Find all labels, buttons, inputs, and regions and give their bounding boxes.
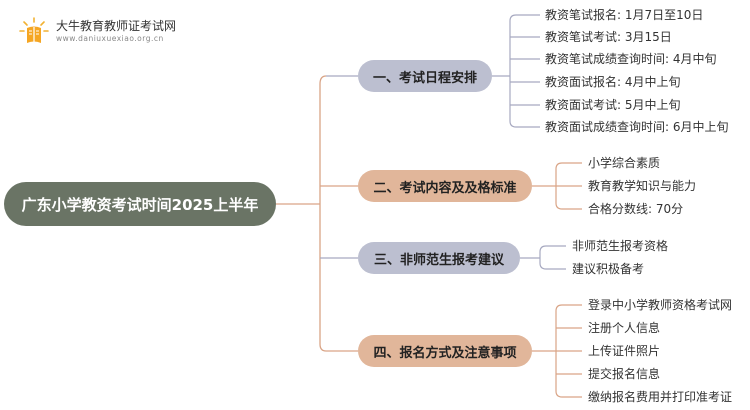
branch-schedule: 一、考试日程安排 [358, 60, 492, 92]
leaf-written-score-query: 教资笔试成绩查询时间: 4月中旬 [545, 52, 717, 66]
leaf-login-site: 登录中小学教师资格考试网 [588, 298, 733, 312]
brand-url: www.daniuxuexiao.org.cn [56, 34, 164, 43]
brand-name: 大牛教育教师证考试网 [56, 19, 177, 33]
connector-trunk [319, 75, 327, 352]
leaf-pass-score: 合格分数线: 70分 [588, 202, 684, 216]
leaf-eligibility: 非师范生报考资格 [572, 239, 669, 253]
leaf-interview-exam: 教资面试考试: 5月中上旬 [545, 98, 681, 112]
leaf-upload-photo: 上传证件照片 [588, 344, 661, 358]
root-node: 广东小学教资考试时间2025上半年 [4, 182, 276, 226]
leaf-written-exam: 教资笔试考试: 3月15日 [545, 30, 672, 44]
leaf-register-info: 注册个人信息 [588, 321, 661, 335]
leaf-prepare-actively: 建议积极备考 [572, 262, 645, 276]
leaf-interview-registration: 教资面试报名: 4月中上旬 [545, 75, 681, 89]
branch-non-normal-advice: 三、非师范生报考建议 [358, 242, 520, 274]
connector-group-3 [520, 245, 547, 270]
leaf-pay-print: 缴纳报名费用并打印准考证 [588, 390, 733, 404]
leaf-comprehensive-quality: 小学综合素质 [588, 156, 661, 170]
leaf-submit-info: 提交报名信息 [588, 367, 661, 381]
branch-registration: 四、报名方式及注意事项 [358, 335, 532, 367]
connector-group-1 [492, 14, 517, 128]
book-lightbulb-icon [19, 17, 49, 43]
leaf-teaching-knowledge: 教育教学知识与能力 [588, 179, 697, 193]
branch-content-standards: 二、考试内容及及格标准 [358, 170, 532, 202]
leaf-written-registration: 教资笔试报名: 1月7日至10日 [545, 8, 704, 22]
leaf-interview-score-query: 教资面试成绩查询时间: 6月中上旬 [545, 120, 729, 134]
